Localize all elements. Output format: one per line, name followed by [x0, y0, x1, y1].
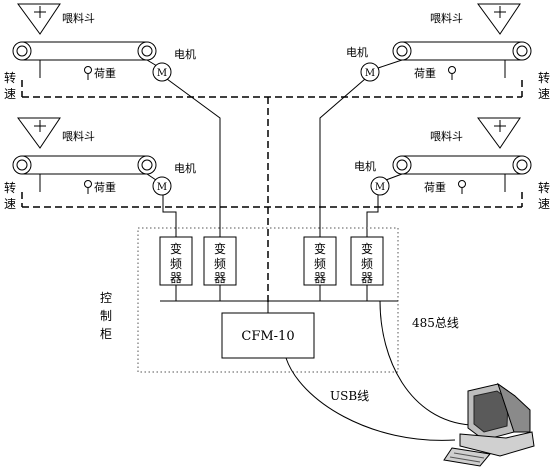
inverter-label: 器	[361, 271, 373, 285]
speed-label: 转	[538, 70, 550, 85]
motor-label: 电机	[354, 159, 376, 173]
inverter-label: 频	[214, 257, 226, 271]
load-label: 荷重	[94, 180, 116, 194]
speed-label: 转	[538, 180, 550, 195]
cfm10-controller: CFM-10	[221, 312, 315, 359]
motor-symbol: M	[157, 68, 167, 79]
hopper-label: 喂料斗	[62, 11, 95, 25]
speed-label: 速	[538, 87, 550, 101]
speed-label: 转	[4, 180, 16, 195]
inverter-label: 频	[361, 257, 373, 271]
controller-label: CFM-10	[241, 329, 294, 344]
rs485-label: 485总线	[412, 316, 459, 330]
feeder-middle-left: 喂料斗 荷重 M 电机 转 速	[4, 117, 196, 211]
speed-label: 速	[538, 197, 550, 211]
hopper-icon	[477, 117, 521, 149]
inverter-label: 器	[314, 271, 326, 285]
inverter-label: 变	[214, 241, 226, 256]
hopper-label: 喂料斗	[62, 129, 95, 143]
cabinet-label: 柜	[100, 327, 112, 341]
usb-cable	[285, 357, 456, 441]
control-cabinet: 控 制 柜 变 频 器 变 频 器 变 频 器 变 频 器	[100, 227, 399, 373]
motor-label: 电机	[174, 161, 196, 175]
feeder-top-left: 喂料斗 荷重 M 电机 转 速	[4, 3, 196, 101]
motor-inverter-wiring	[162, 78, 379, 237]
rs485-bus	[160, 285, 398, 313]
speed-label: 速	[4, 197, 16, 211]
motor-icon	[152, 62, 172, 82]
hopper-label: 喂料斗	[430, 129, 463, 143]
cabinet-label: 制	[100, 309, 112, 323]
inverter-label: 器	[170, 271, 182, 285]
motor-symbol: M	[157, 182, 167, 193]
motor-symbol: M	[365, 68, 375, 79]
speed-label: 速	[4, 87, 16, 101]
motor-symbol: M	[375, 182, 385, 193]
inverter-label: 变	[170, 241, 182, 256]
cabinet-label: 控	[100, 291, 112, 305]
inverter-4: 变 频 器	[350, 236, 384, 286]
usb-label: USB线	[330, 389, 369, 403]
desktop-computer-icon	[443, 382, 535, 467]
motor-icon	[360, 62, 380, 82]
hopper-icon	[477, 3, 521, 35]
motor-icon	[152, 176, 172, 196]
feeder-top-right: 喂料斗 荷重 M 电机 转 速	[346, 3, 550, 101]
hopper-label: 喂料斗	[430, 11, 463, 25]
inverter-label: 变	[314, 241, 326, 256]
speed-signal-lines	[21, 80, 523, 305]
hopper-icon	[17, 117, 61, 149]
inverter-3: 变 频 器	[303, 236, 337, 286]
inverter-label: 器	[214, 271, 226, 285]
motor-icon	[370, 176, 390, 196]
inverter-2: 变 频 器	[203, 236, 237, 286]
speed-label: 转	[4, 70, 16, 85]
load-label: 荷重	[94, 66, 116, 80]
inverter-label: 变	[361, 241, 373, 256]
motor-label: 电机	[346, 45, 368, 59]
inverter-label: 频	[170, 257, 182, 271]
hopper-icon	[17, 3, 61, 35]
load-label: 荷重	[414, 66, 436, 80]
inverter-label: 频	[314, 257, 326, 271]
load-label: 荷重	[424, 180, 446, 194]
rs485-cable	[379, 300, 471, 426]
inverter-1: 变 频 器	[159, 236, 193, 286]
motor-label: 电机	[174, 47, 196, 61]
feeder-middle-right: 喂料斗 荷重 M 电机 转 速	[354, 117, 550, 211]
